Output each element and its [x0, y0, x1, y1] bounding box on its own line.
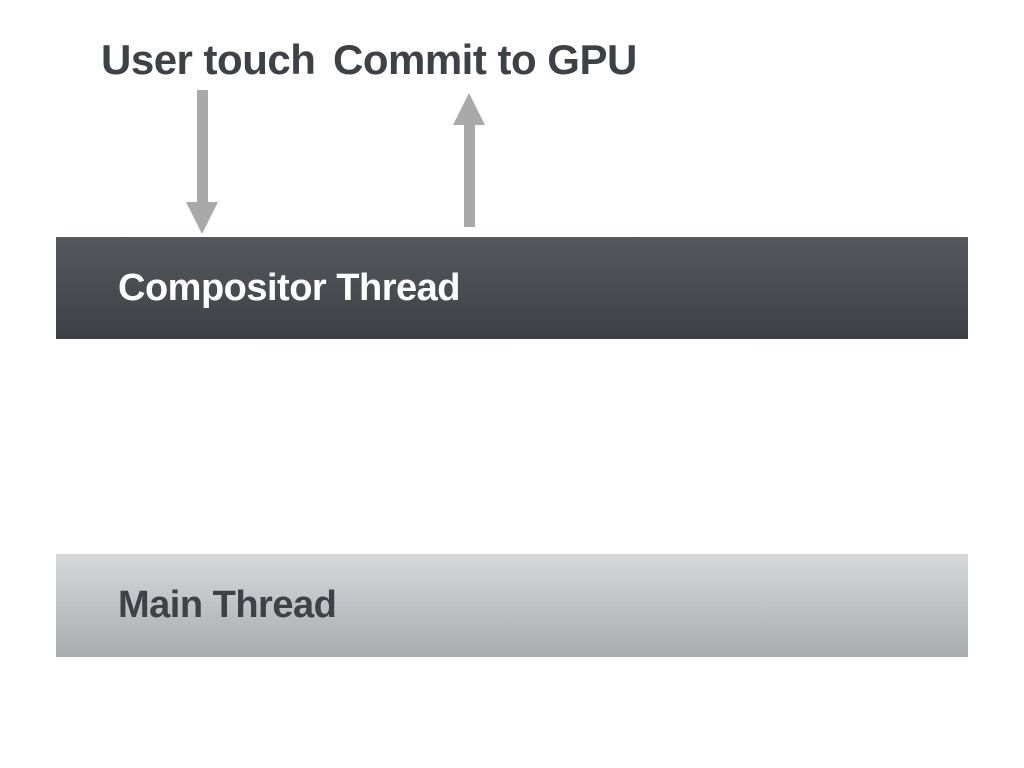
arrow-head-down	[186, 202, 218, 234]
user-touch-arrow-down-icon	[186, 90, 218, 234]
commit-to-gpu-label: Commit to GPU	[333, 36, 637, 83]
compositor-thread-label: Compositor Thread	[118, 266, 460, 309]
main-thread-label: Main Thread	[118, 584, 337, 626]
user-touch-label: User touch	[101, 36, 316, 83]
main-thread-bar: Main Thread	[56, 554, 968, 657]
arrow-shaft	[463, 125, 475, 227]
arrow-head-up	[453, 93, 485, 125]
arrow-shaft	[196, 90, 208, 202]
commit-to-gpu-arrow-up-icon	[453, 93, 485, 227]
compositor-thread-bar: Compositor Thread	[56, 237, 968, 339]
